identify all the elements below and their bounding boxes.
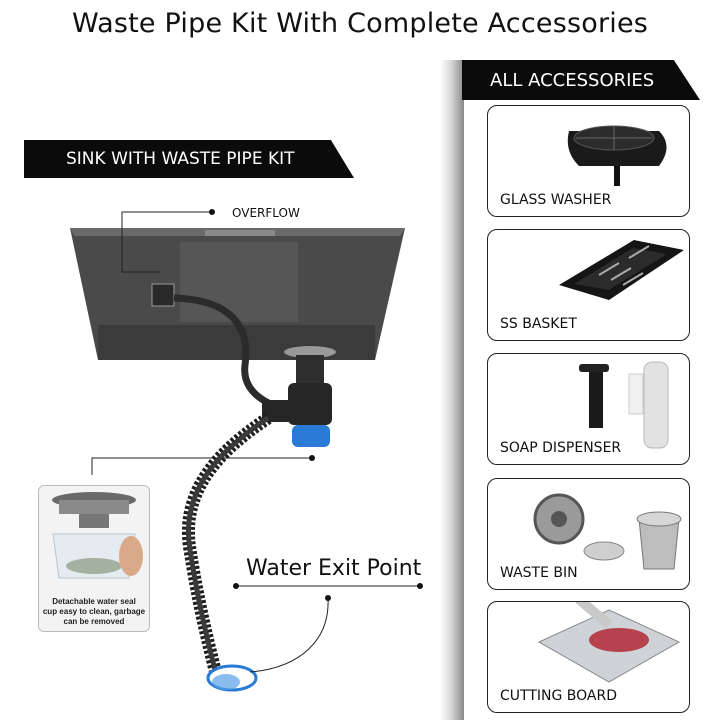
- drain-hose-core: [186, 415, 270, 671]
- meat: [589, 628, 649, 652]
- cutting-board-icon: [537, 602, 681, 683]
- basket-floor: [574, 248, 667, 290]
- exit-callout-dot-left: [233, 583, 239, 589]
- drain-body: [296, 355, 324, 383]
- pump-head: [589, 368, 603, 428]
- divider-strip: [440, 60, 464, 720]
- strainer-center: [551, 511, 567, 527]
- strainer-thread: [59, 500, 129, 514]
- accessory-card-ss-basket: SS BASKET: [487, 229, 690, 341]
- basket-slot-4: [628, 245, 650, 259]
- pump-nozzle: [579, 364, 609, 372]
- sink-kit-banner-label: SINK WITH WASTE PIPE KIT: [66, 149, 295, 169]
- drain-hose: [182, 412, 272, 672]
- water-seal-cup: [292, 425, 330, 447]
- sink-kit-banner: SINK WITH WASTE PIPE KIT: [24, 140, 354, 178]
- sink-label-area: [180, 242, 298, 322]
- sink-illustration: [70, 209, 423, 692]
- accessory-label: WASTE BIN: [498, 565, 580, 581]
- exit-callout-dot: [325, 595, 331, 601]
- overflow-fitting: [151, 283, 175, 307]
- seal-cup-photo: [52, 492, 143, 579]
- accessory-card-soap-dispenser: SOAP DISPENSER: [487, 353, 690, 465]
- washer-stem: [614, 166, 620, 186]
- accessory-card-glass-washer: GLASS WASHER: [487, 105, 690, 217]
- page-title: Waste Pipe Kit With Complete Accessories: [71, 8, 649, 39]
- inset-caption-line-3: can be removed: [63, 617, 125, 626]
- waste-bin-icon: [533, 493, 682, 570]
- overflow-label: OVERFLOW: [232, 206, 300, 220]
- bottle-tube: [628, 373, 644, 415]
- accessory-label: CUTTING BOARD: [498, 688, 619, 704]
- soap-bottle: [643, 361, 669, 449]
- inset-caption-line-1: Detachable water seal: [52, 597, 136, 606]
- water-splash: [206, 664, 258, 692]
- drain-trap: [288, 383, 332, 425]
- basket-slot-3: [622, 272, 644, 286]
- basket-slot-1: [598, 262, 620, 276]
- accessories-banner: ALL ACCESSORIES: [462, 60, 700, 100]
- accessory-label: GLASS WASHER: [498, 192, 614, 208]
- basket-slot-2: [610, 267, 632, 281]
- overflow-slot: [205, 230, 275, 236]
- water-seal-inset: Detachable water seal cup easy to clean,…: [38, 485, 150, 632]
- overflow-callout-dot: [209, 209, 215, 215]
- inset-caption: Detachable water seal cup easy to clean,…: [39, 597, 149, 627]
- accessory-label: SS BASKET: [498, 316, 579, 332]
- exit-callout-dot-right: [417, 583, 423, 589]
- exit-callout-curve: [249, 597, 329, 673]
- stopper: [583, 541, 625, 561]
- sink-bottom-panel: [98, 325, 375, 360]
- seal-callout-dot: [309, 455, 315, 461]
- strainer-neck: [79, 514, 109, 528]
- basket-rim: [636, 511, 682, 527]
- water-exit-label: Water Exit Point: [246, 556, 422, 581]
- overflow-callout-line: [121, 211, 212, 273]
- accessory-label: SOAP DISPENSER: [498, 440, 624, 456]
- seal-callout-line: [91, 457, 312, 475]
- water-splash-inner: [212, 674, 240, 690]
- accessory-card-cutting-board: CUTTING BOARD: [487, 601, 690, 713]
- glass-washer-icon: [567, 125, 667, 186]
- cup-debris: [66, 558, 122, 574]
- hand: [119, 536, 143, 576]
- trap-outlet: [262, 400, 292, 422]
- inset-caption-line-2: cup easy to clean, garbage: [42, 607, 146, 616]
- overflow-hose: [173, 294, 287, 414]
- accessory-card-waste-bin: WASTE BIN: [487, 478, 690, 590]
- knife: [575, 602, 613, 629]
- soap-dispenser-icon: [579, 361, 669, 449]
- accessories-banner-label: ALL ACCESSORIES: [490, 69, 655, 91]
- basket-icon: [559, 240, 684, 300]
